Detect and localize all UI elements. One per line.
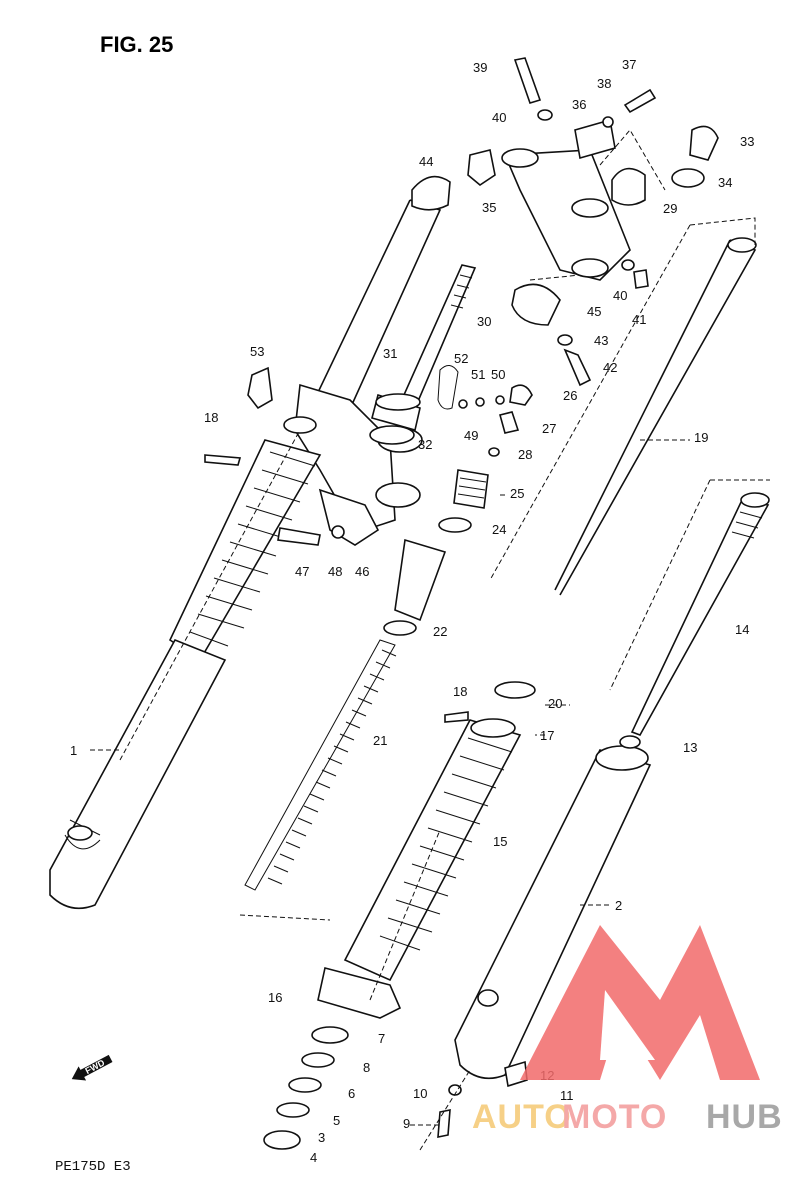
part-label-43: 43 [594, 333, 608, 348]
small-parts-left [204, 366, 469, 723]
part-label-16: 16 [268, 990, 282, 1005]
part-label-37: 37 [622, 57, 636, 72]
part-label-5: 5 [333, 1113, 340, 1128]
watermark-logo-inner-icon [600, 990, 655, 1060]
steering-stem [369, 264, 477, 445]
part-label-49: 49 [464, 428, 478, 443]
left-fork-boot [168, 439, 322, 662]
part-label-18a: 18 [204, 410, 218, 425]
part-label-42: 42 [603, 360, 617, 375]
model-code: PE175D E3 [55, 1159, 131, 1175]
part-label-31: 31 [383, 346, 397, 361]
part-label-32: 32 [418, 437, 432, 452]
part-label-14: 14 [735, 622, 749, 637]
part-label-45: 45 [587, 304, 601, 319]
part-label-17: 17 [540, 728, 554, 743]
part-label-48: 48 [328, 564, 342, 579]
inner-tube [554, 237, 757, 596]
watermark-logo-icon [520, 925, 760, 1080]
part-label-18b: 18 [453, 684, 467, 699]
part-label-22: 22 [433, 624, 447, 639]
part-label-50: 50 [491, 367, 505, 382]
part-label-35: 35 [482, 200, 496, 215]
lower-clamp-parts [263, 967, 402, 1150]
part-label-44: 44 [419, 154, 433, 169]
leader-lines [90, 129, 770, 1151]
left-fork-assembly [49, 175, 451, 910]
right-slider [437, 735, 652, 1138]
part-label-6: 6 [348, 1086, 355, 1101]
part-label-1: 1 [70, 743, 77, 758]
part-label-19: 19 [694, 430, 708, 445]
part-label-13: 13 [683, 740, 697, 755]
part-label-41: 41 [632, 312, 646, 327]
part-label-26: 26 [563, 388, 577, 403]
part-label-15: 15 [493, 834, 507, 849]
part-label-30: 30 [477, 314, 491, 329]
part-label-25: 25 [510, 486, 524, 501]
part-label-2: 2 [615, 898, 622, 913]
watermark-word-c: HUB [706, 1098, 783, 1136]
part-label-11: 11 [560, 1088, 574, 1103]
part-label-9: 9 [403, 1116, 410, 1131]
part-label-3: 3 [318, 1130, 325, 1145]
part-label-47: 47 [295, 564, 309, 579]
part-label-20: 20 [548, 696, 562, 711]
damper-rod [630, 492, 770, 736]
right-fork-boot [343, 681, 536, 982]
part-label-8: 8 [363, 1060, 370, 1075]
part-label-28: 28 [518, 447, 532, 462]
part-label-4: 4 [310, 1150, 317, 1165]
part-label-33: 33 [740, 134, 754, 149]
part-label-38: 38 [597, 76, 611, 91]
part-label-24: 24 [492, 522, 506, 537]
part-label-29: 29 [663, 201, 677, 216]
part-label-46: 46 [355, 564, 369, 579]
part-label-52: 52 [454, 351, 468, 366]
upper-bracket [467, 118, 646, 281]
part-label-27: 27 [542, 421, 556, 436]
part-label-39: 39 [473, 60, 487, 75]
part-label-51: 51 [471, 367, 485, 382]
fasteners-top [511, 57, 719, 387]
part-label-36: 36 [572, 97, 586, 112]
part-label-40b: 40 [613, 288, 627, 303]
part-label-40a: 40 [492, 110, 506, 125]
watermark-word-a: AUTO [472, 1098, 572, 1136]
part-label-21: 21 [373, 733, 387, 748]
watermark-word-b: MOTO [562, 1098, 667, 1136]
small-parts-middle [437, 365, 533, 533]
fwd-arrow-icon [71, 1054, 113, 1081]
watermark: AUTO MOTO HUB [472, 925, 783, 1136]
figure-title: FIG. 25 [100, 32, 173, 57]
fork-spring [244, 538, 447, 891]
part-label-7: 7 [378, 1031, 385, 1046]
part-label-53: 53 [250, 344, 264, 359]
part-label-10: 10 [413, 1086, 427, 1101]
part-label-34: 34 [718, 175, 732, 190]
fwd-arrow: FWD [71, 1054, 113, 1081]
